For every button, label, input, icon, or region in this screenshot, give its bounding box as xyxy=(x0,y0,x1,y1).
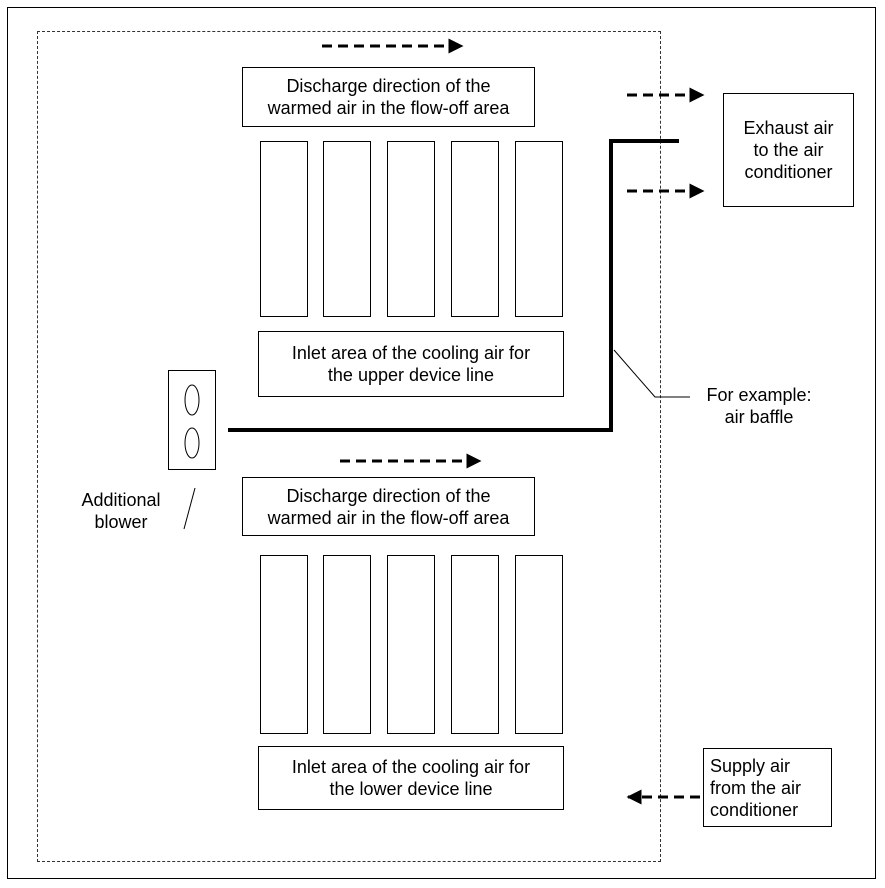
exhaust-air-text: Exhaust air to the air conditioner xyxy=(743,118,834,182)
blower-fan-lower-blade xyxy=(184,427,200,459)
upper-inlet-box: Inlet area of the cooling air for the up… xyxy=(258,331,564,397)
blower-leader xyxy=(183,487,196,530)
lower-device-4 xyxy=(451,555,499,734)
lower-inlet-box: Inlet area of the cooling air for the lo… xyxy=(258,746,564,810)
lower-device-5 xyxy=(515,555,563,734)
upper-device-3 xyxy=(387,141,435,317)
air-baffle-leader xyxy=(613,349,690,398)
upper-inlet-text: Inlet area of the cooling air for the up… xyxy=(291,343,531,385)
upper-discharge-text: Discharge direction of the warmed air in… xyxy=(267,76,510,118)
lower-discharge-box: Discharge direction of the warmed air in… xyxy=(242,477,535,536)
upper-discharge-box: Discharge direction of the warmed air in… xyxy=(242,67,535,127)
upper-device-2 xyxy=(323,141,371,317)
upper-device-4 xyxy=(451,141,499,317)
lower-device-2 xyxy=(323,555,371,734)
lower-inlet-text: Inlet area of the cooling air for the lo… xyxy=(291,757,531,799)
upper-device-5 xyxy=(515,141,563,317)
lower-discharge-text: Discharge direction of the warmed air in… xyxy=(267,485,510,528)
lower-device-3 xyxy=(387,555,435,734)
lower-device-1 xyxy=(260,555,308,734)
supply-air-text: Supply air from the air conditioner xyxy=(710,755,802,820)
exhaust-air-box: Exhaust air to the air conditioner xyxy=(723,93,854,207)
cabinet-outline xyxy=(37,31,661,862)
upper-device-1 xyxy=(260,141,308,317)
air-baffle-label: For example: air baffle xyxy=(706,385,812,427)
diagram-frame xyxy=(7,7,876,879)
additional-blower-label: Additional blower xyxy=(81,490,161,532)
blower-fan-upper-blade xyxy=(184,384,200,416)
supply-air-box: Supply air from the air conditioner xyxy=(703,748,832,827)
air-baffle-line xyxy=(228,139,679,432)
